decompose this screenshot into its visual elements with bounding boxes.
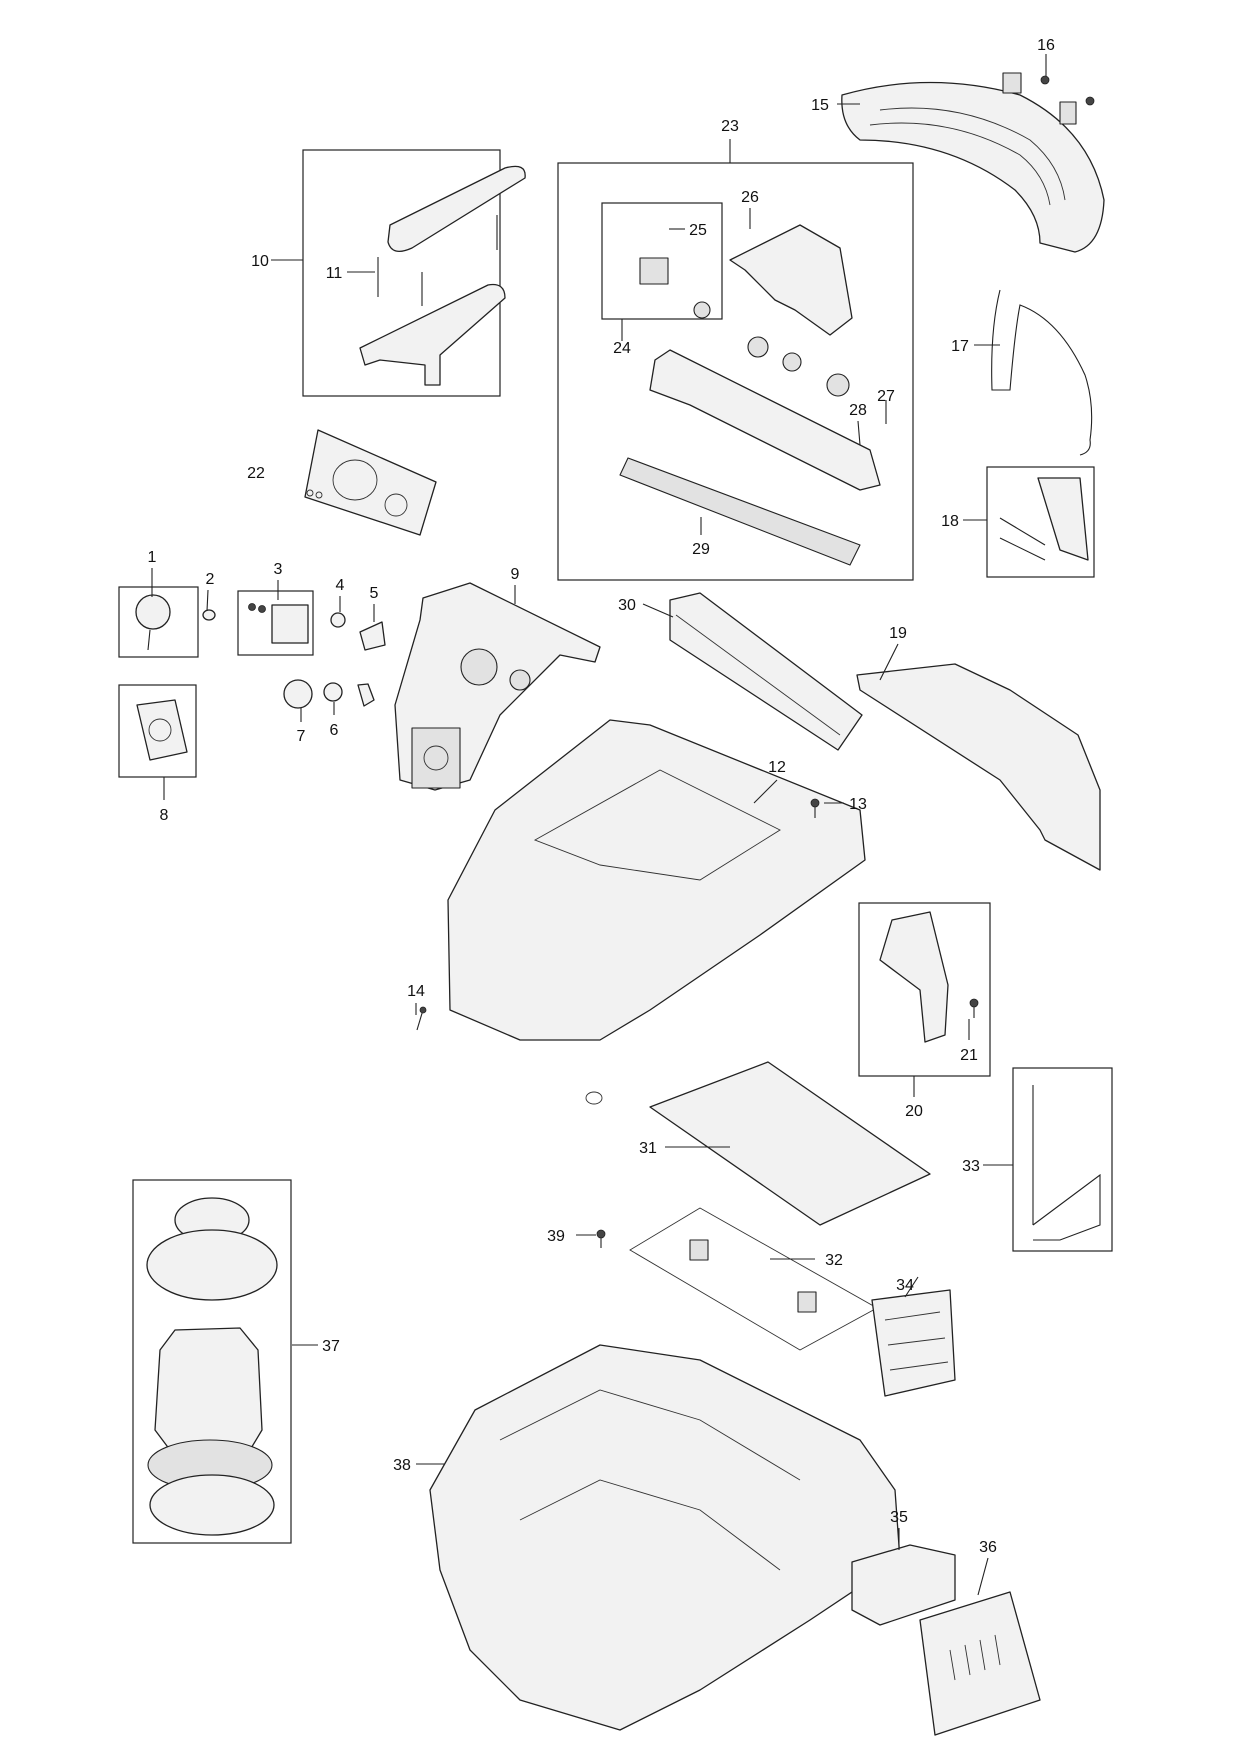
callout-labels: 1 2 3 4 5 6 7 8 9 10 11 12 13 14 15 16 1… [148, 37, 1055, 1556]
base-housing-part [429, 1344, 901, 1731]
carry-handle-part [359, 165, 526, 386]
callout-4: 4 [336, 577, 345, 594]
callout-25: 25 [689, 222, 707, 239]
tray-clip-b-part [797, 1291, 817, 1313]
callout-29: 29 [692, 541, 710, 558]
callout-22: 22 [247, 465, 265, 482]
side-cover-part [856, 663, 1101, 871]
callout-5: 5 [370, 585, 379, 602]
circuit-board-part [871, 1289, 956, 1397]
group-box-37 [132, 1179, 292, 1544]
leader-lines [151, 54, 1047, 1596]
grommet-part [330, 612, 346, 628]
connector-part [357, 683, 375, 707]
callout-21: 21 [960, 1047, 978, 1064]
switch-part [248, 603, 309, 644]
screw-39-part [596, 1229, 606, 1248]
upper-body-shell-part [447, 719, 866, 1105]
callout-31: 31 [639, 1140, 657, 1157]
callout-30: 30 [618, 597, 636, 614]
callout-13: 13 [849, 796, 867, 813]
callout-34: 34 [896, 1277, 914, 1294]
group-box-3 [237, 590, 314, 656]
callout-7: 7 [297, 728, 306, 745]
control-panel-housing-part [394, 582, 601, 791]
callout-32: 32 [825, 1252, 843, 1269]
callout-27: 27 [877, 388, 895, 405]
group-box-20 [858, 902, 991, 1077]
flat-cover-plate-part [649, 1061, 931, 1226]
callout-20: 20 [905, 1103, 923, 1120]
wire-bracket-part [991, 289, 1093, 456]
callout-39: 39 [547, 1228, 565, 1245]
callout-6: 6 [330, 722, 339, 739]
callout-3: 3 [274, 561, 283, 578]
cap-part [283, 679, 313, 709]
side-grip-part [879, 911, 949, 1043]
rod-assembly-part [1032, 1085, 1101, 1241]
callout-33: 33 [962, 1158, 980, 1175]
callout-11: 11 [326, 265, 343, 282]
callout-2: 2 [206, 571, 215, 588]
group-box-23 [557, 162, 914, 581]
group-box-24 [601, 202, 723, 320]
group-box-8 [118, 684, 197, 778]
screw-14-part [416, 1006, 427, 1031]
callout-9: 9 [511, 566, 520, 583]
latch-part [999, 477, 1089, 561]
label-plate-part [304, 429, 437, 536]
group-box-18 [986, 466, 1095, 578]
ring-part [323, 682, 343, 702]
callout-12: 12 [768, 759, 786, 776]
callout-17: 17 [951, 338, 969, 355]
o-ring-part [202, 609, 216, 621]
tray-clip-a-part [689, 1239, 709, 1261]
callout-10: 10 [251, 253, 269, 270]
callout-23: 23 [721, 118, 739, 135]
grille-cover-part [841, 72, 1105, 253]
motor-and-seals-part [146, 1197, 278, 1536]
callout-28: 28 [849, 402, 867, 419]
callout-36: 36 [979, 1539, 997, 1556]
callout-8: 8 [160, 807, 169, 824]
motor-gear-assembly-part [619, 224, 881, 566]
screw-21-part [969, 998, 979, 1018]
callout-37: 37 [322, 1338, 340, 1355]
callout-38: 38 [393, 1457, 411, 1474]
tray-outline-part [629, 1207, 878, 1351]
knob-part [135, 594, 171, 651]
callout-14: 14 [407, 983, 425, 1000]
foam-block-part [851, 1544, 956, 1626]
callout-24: 24 [613, 340, 631, 357]
filter-cartridge-part [669, 592, 863, 751]
group-box-33 [1012, 1067, 1113, 1252]
screw-13-part [810, 798, 820, 818]
clip-part [359, 621, 386, 651]
callout-35: 35 [890, 1509, 908, 1526]
callout-15: 15 [811, 97, 829, 114]
socket-part [136, 699, 188, 761]
callout-1: 1 [148, 549, 157, 566]
callout-19: 19 [889, 625, 907, 642]
group-box-1 [118, 586, 199, 658]
vent-grid-part [919, 1591, 1041, 1736]
callout-18: 18 [941, 513, 959, 530]
group-box-10 [302, 149, 501, 397]
callout-16: 16 [1037, 37, 1055, 54]
callout-26: 26 [741, 189, 759, 206]
